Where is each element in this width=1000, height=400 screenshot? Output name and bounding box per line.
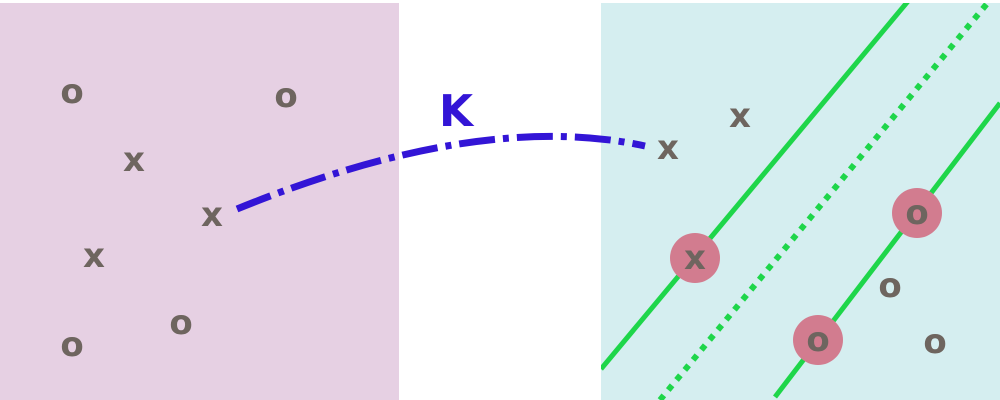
decision-boundary-line bbox=[657, 3, 992, 400]
support-vector-highlights bbox=[670, 188, 942, 365]
kernel-label: K bbox=[439, 86, 475, 137]
feature-point-cross-1: x bbox=[657, 128, 679, 168]
support-vector-circle-3 bbox=[670, 233, 720, 283]
input-point-cross-4: x bbox=[201, 195, 223, 235]
feature-point-circle-6: o bbox=[806, 320, 829, 360]
support-vector-circle-4 bbox=[892, 188, 942, 238]
input-point-cross-5: x bbox=[83, 236, 105, 276]
upper-margin-line bbox=[601, 3, 910, 371]
input-point-cross-3: x bbox=[123, 140, 145, 180]
input-point-circle-2: o bbox=[274, 76, 297, 116]
feature-point-cross-2: x bbox=[729, 96, 751, 136]
support-vector-circle-6 bbox=[793, 315, 843, 365]
feature-point-circle-4: o bbox=[905, 193, 928, 233]
input-point-circle-6: o bbox=[60, 325, 83, 365]
input-space-panel bbox=[0, 3, 399, 400]
feature-point-circle-7: o bbox=[923, 322, 946, 362]
input-point-circle-7: o bbox=[169, 303, 192, 343]
kernel-mapping-arrow bbox=[235, 132, 646, 213]
feature-point-cross-3: x bbox=[684, 238, 706, 278]
input-point-circle-1: o bbox=[60, 72, 83, 112]
feature-point-circle-5: o bbox=[878, 266, 901, 306]
